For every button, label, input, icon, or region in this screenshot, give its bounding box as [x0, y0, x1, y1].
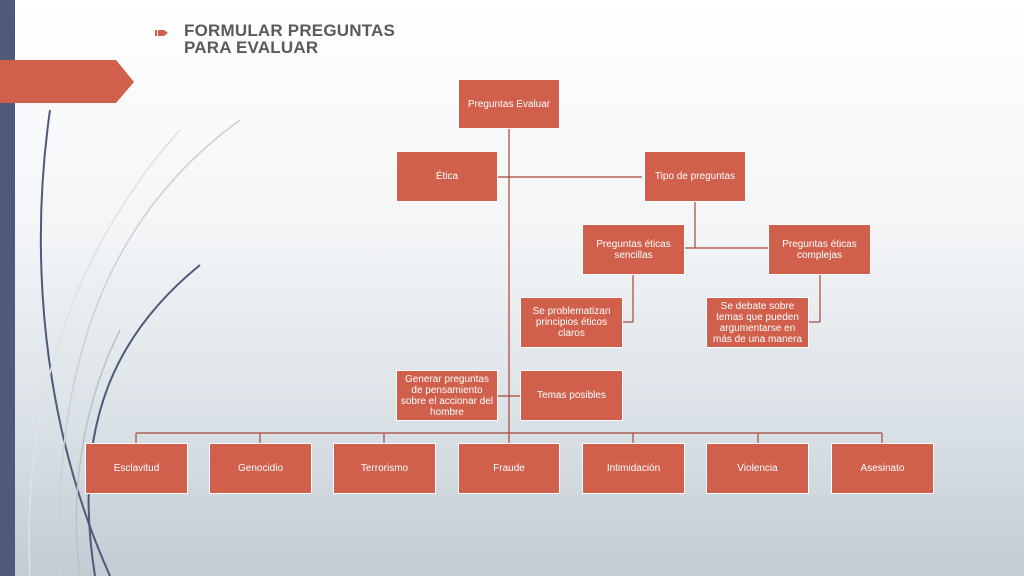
- slide-title: FORMULAR PREGUNTAS PARA EVALUAR: [184, 21, 396, 57]
- node-topic: Terrorismo: [333, 443, 436, 494]
- node-tipo-preguntas: Tipo de preguntas: [644, 151, 746, 202]
- sidebar-stripe: [0, 0, 15, 576]
- node-root: Preguntas Evaluar: [458, 79, 560, 129]
- node-preguntas-complejas: Preguntas éticas complejas: [768, 224, 871, 275]
- node-generar-preguntas: Generar preguntas de pensamiento sobre e…: [396, 370, 498, 421]
- node-complejas-descripcion: Se debate sobre temas que pueden argumen…: [706, 297, 809, 348]
- pencil-icon: [155, 30, 168, 36]
- node-topic: Violencia: [706, 443, 809, 494]
- node-topic: Esclavitud: [85, 443, 188, 494]
- node-temas-posibles: Temas posibles: [520, 370, 623, 421]
- node-sencillas-descripcion: Se problematizan principios éticos claro…: [520, 297, 623, 348]
- node-topic: Genocidio: [209, 443, 312, 494]
- title-tab-arrow: [0, 60, 134, 103]
- decorative-swoosh-lines: [28, 109, 241, 576]
- node-topic: Intimidación: [582, 443, 685, 494]
- node-preguntas-sencillas: Preguntas éticas sencillas: [582, 224, 685, 275]
- node-topic: Asesinato: [831, 443, 934, 494]
- node-topic: Fraude: [458, 443, 560, 494]
- node-etica: Ética: [396, 151, 498, 202]
